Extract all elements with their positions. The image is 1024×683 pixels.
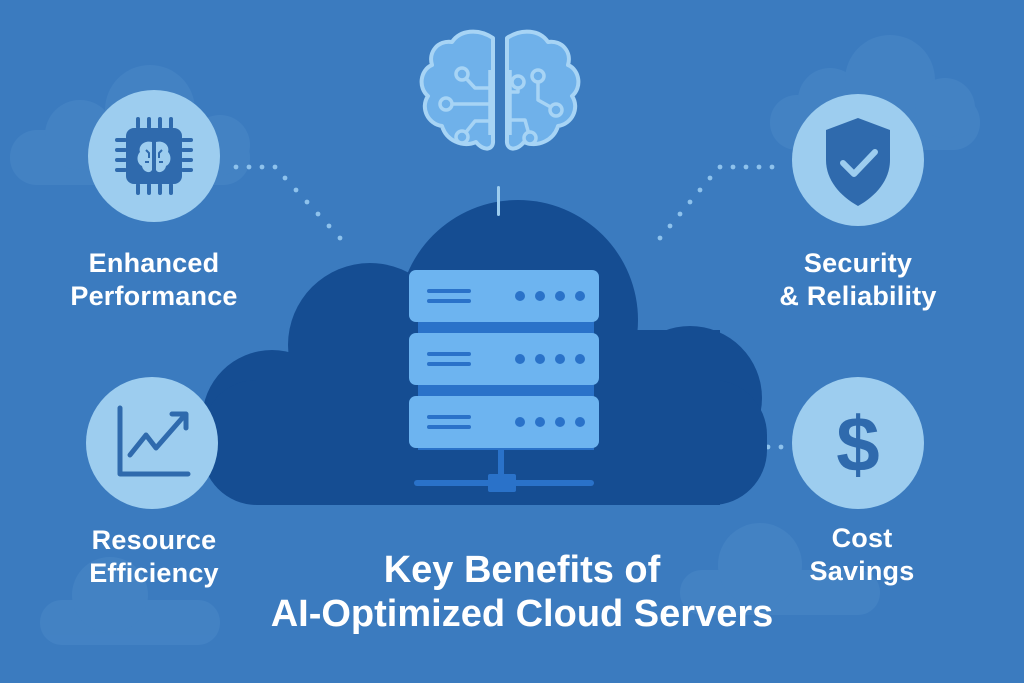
infographic-title: Key Benefits of AI-Optimized Cloud Serve… [212,548,832,636]
server-rack-icon [409,270,599,492]
benefit-label-security: Security & Reliability [756,247,960,313]
connector-security [657,164,775,241]
check-mark [840,149,878,177]
shield-check-icon [826,118,890,206]
connector-performance [233,164,343,241]
chip-brain-glyph [137,141,171,173]
brain-connector-line [497,186,500,216]
benefit-label-cost: Cost Savings [760,522,964,588]
benefit-title-line1: Security [803,248,913,278]
bg-cloud-bottom-left [40,557,220,645]
ai-chip-icon [115,117,193,195]
title-line1: Key Benefits of [383,549,661,591]
bg-cloud-bottom-right [680,523,880,615]
benefit-title-line2: Efficiency [89,558,219,588]
title-line2: AI-Optimized Cloud Servers [270,593,774,635]
benefit-label-efficiency: Resource Efficiency [52,524,256,590]
benefit-icon-efficiency [86,377,218,509]
benefit-icon-performance [88,90,220,222]
benefit-icon-security [792,94,924,226]
server-unit-1 [409,270,599,322]
benefit-title-line2: & Reliability [779,281,937,311]
network-connector [414,448,594,492]
dollar-icon: $ [836,400,879,488]
benefit-title-line1: Cost [831,523,893,553]
benefit-title-line1: Resource [91,525,217,555]
benefit-title-line1: Enhanced [88,248,220,278]
benefit-label-performance: Enhanced Performance [52,247,256,313]
benefit-title-line2: Savings [809,556,915,586]
benefit-title-line2: Performance [70,281,238,311]
growth-chart-icon [117,405,191,477]
server-unit-3 [409,396,599,448]
benefit-icon-cost: $ [792,377,924,509]
brain-circuit-icon [419,29,581,151]
server-unit-2 [409,333,599,385]
